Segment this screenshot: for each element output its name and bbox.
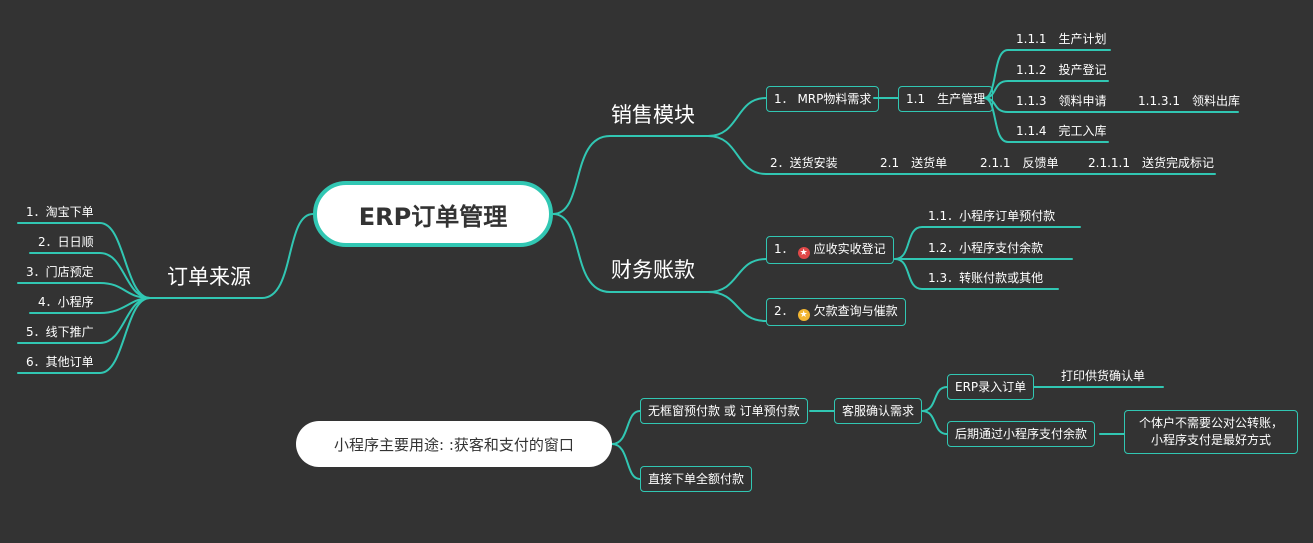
topic-finance[interactable]: 财务账款 (611, 258, 695, 282)
mini-print-confirm-node[interactable]: 打印供货确认单 (1061, 369, 1146, 383)
star-badge-icon: ★ (797, 309, 810, 321)
mini-full-pay-node[interactable]: 直接下单全额付款 (640, 466, 753, 492)
link-source-6 (17, 297, 151, 374)
root-node-erp[interactable]: ERP订单管理 (313, 181, 553, 247)
mini-prepay-node[interactable]: 无框窗预付款 或 订单预付款 (640, 398, 808, 424)
finance-arrears-node[interactable]: 2．★欠款查询与催款 (766, 298, 906, 326)
link-source-2 (29, 252, 151, 299)
sales-delivery-node[interactable]: 2．送货安装 (770, 156, 838, 170)
link-sales-mrp (707, 97, 767, 137)
feedback-node[interactable]: 2.1.1 反馈单 (980, 156, 1059, 170)
mini-erp-entry-node[interactable]: ERP录入订单 (947, 374, 1035, 400)
production-register[interactable]: 1.1.2 投产登记 (1016, 63, 1107, 77)
production-plan[interactable]: 1.1.1 生产计划 (1016, 32, 1107, 46)
production-complete[interactable]: 1.1.4 完工入库 (1016, 124, 1107, 138)
production-material-request[interactable]: 1.1.3 领料申请 (1016, 94, 1107, 108)
receivable-label: 应收实收登记 (813, 242, 886, 256)
link-service-later (921, 410, 948, 435)
delivered-mark-node[interactable]: 2.1.1.1 送货完成标记 (1088, 156, 1214, 170)
receivable-item-transfer[interactable]: 1.3．转账付款或其他 (928, 271, 1044, 285)
source-item-offline[interactable]: 5．线下推广 (26, 325, 94, 339)
mini-note-line2: 小程序支付是最好方式 (1150, 433, 1271, 447)
link-fin-receivable (707, 258, 767, 293)
link-prod-4 (983, 97, 1109, 143)
source-item-taobao[interactable]: 1．淘宝下单 (26, 205, 94, 219)
receivable-item-prepay[interactable]: 1.1．小程序订单预付款 (928, 209, 1056, 223)
sales-production-node[interactable]: 1.1 生产管理 (898, 86, 994, 112)
mini-later-pay-node[interactable]: 后期通过小程序支付余款 (947, 421, 1096, 447)
mini-note-line1: 个体户不需要公对公转账， (1138, 416, 1283, 430)
topic-order-source[interactable]: 订单来源 (167, 265, 251, 289)
link-source-3 (17, 282, 151, 299)
link-sales-delivery (707, 135, 851, 175)
source-item-store[interactable]: 3．门店预定 (26, 265, 94, 279)
link-source-1 (17, 222, 151, 299)
link-root-source (149, 213, 314, 299)
source-item-ririshun[interactable]: 2．日日顺 (38, 235, 94, 249)
sales-mrp-node[interactable]: 1． MRP物料需求 (766, 86, 880, 112)
arrears-number: 2． (774, 304, 794, 318)
link-root-finance (552, 213, 709, 293)
topic-sales[interactable]: 销售模块 (611, 103, 695, 127)
link-mini-full (611, 443, 641, 480)
receivable-item-balance[interactable]: 1.2．小程序支付余款 (928, 241, 1044, 255)
link-recv-1 (894, 226, 1081, 260)
source-item-mini-program[interactable]: 4．小程序 (38, 295, 94, 309)
source-item-other[interactable]: 6．其他订单 (26, 355, 94, 369)
finance-receivable-node[interactable]: 1．★应收实收登记 (766, 236, 894, 264)
arrears-label: 欠款查询与催款 (813, 304, 898, 318)
material-out-node[interactable]: 1.1.3.1 领料出库 (1138, 94, 1240, 108)
root-node-mini-program[interactable]: 小程序主要用途: :获客和支付的窗口 (296, 421, 612, 467)
link-mini-prepay (611, 410, 641, 445)
star-badge-icon: ★ (797, 247, 810, 259)
link-service-erp (921, 386, 948, 412)
link-root-sales (552, 135, 709, 215)
receivable-number: 1． (774, 242, 794, 256)
delivery-note-node[interactable]: 2.1 送货单 (880, 156, 948, 170)
link-fin-arrears (707, 291, 767, 322)
mini-service-confirm-node[interactable]: 客服确认需求 (834, 398, 923, 424)
mini-note-node[interactable]: 个体户不需要公对公转账， 小程序支付是最好方式 (1124, 410, 1298, 454)
link-recv-3 (894, 258, 1059, 290)
